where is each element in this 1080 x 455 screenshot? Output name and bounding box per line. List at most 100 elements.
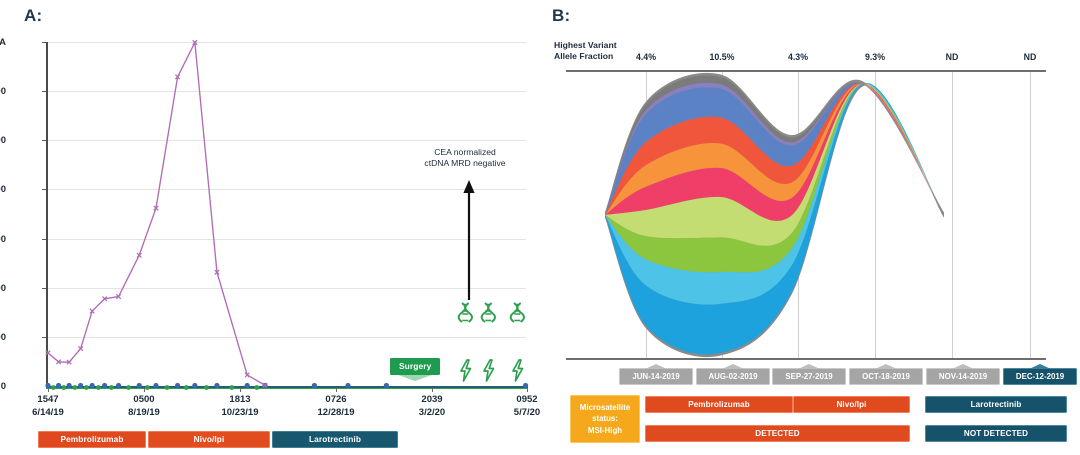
a-y-axis (46, 42, 48, 387)
b-gridline-4 (952, 72, 953, 358)
fishplot-band-clone-light-green (605, 83, 944, 246)
up-arrow-icon (463, 180, 475, 300)
a-treatment-larotrectinib: Larotrectinib (272, 431, 398, 448)
ctdna-blue-marker (175, 382, 181, 389)
fishplot-band-clone-blue (605, 82, 944, 355)
ctdna-green-marker (72, 385, 78, 390)
b-gridline-5 (1030, 72, 1031, 358)
b-date-chip-4: NOV-14-2019 (926, 364, 1000, 385)
ctdna-blue-marker (89, 382, 95, 389)
ctdna-green-marker (108, 385, 114, 390)
a-x-axis-green-overlay (46, 388, 528, 390)
lightning-bolt-icon (460, 359, 472, 382)
ctdna-green-marker (164, 385, 170, 390)
b-vaf-0: 4.4% (635, 52, 657, 62)
b-date-label-5: DEC-12-2019 (1015, 372, 1065, 381)
panel-a-label: A: (24, 6, 43, 25)
chip-notch-icon (645, 364, 667, 369)
b-msi-status-box: Microsatellite status: MSI-High (570, 395, 640, 443)
b-vaf-5: ND (1023, 52, 1037, 62)
b-date-label-3: OCT-18-2019 (862, 372, 910, 381)
ctdna-blue-marker (102, 382, 108, 389)
ctdna-green-marker (50, 385, 56, 390)
cea-point-marker (136, 252, 142, 258)
b-date-label-1: AUG-02-2019 (708, 372, 758, 381)
cea-point-marker (89, 308, 95, 314)
a-ytick-0: 0 (0, 381, 6, 392)
fishplot-band-clone-red-orange (605, 83, 944, 215)
b-detection-not-detected: NOT DETECTED (925, 425, 1067, 442)
fishplot-band-clone-orange (605, 83, 944, 216)
ctdna-blue-marker (383, 382, 389, 389)
b-date-label-4: NOV-14-2019 (938, 372, 988, 381)
cea-point-marker (115, 293, 122, 300)
panel-b-label: B: (552, 6, 571, 25)
b-treatment-pembrolizumab: Pembrolizumab (645, 396, 793, 413)
ctdna-green-marker (254, 385, 260, 390)
cea-point-marker (244, 372, 250, 378)
cea-point-marker (101, 296, 108, 302)
cea-line-chart (45, 39, 529, 390)
cea-point-marker (192, 39, 198, 46)
a-x-axis (46, 386, 528, 389)
ctdna-green-marker (96, 385, 101, 390)
surgery-banner: Surgery (390, 358, 441, 381)
lightning-bolt-icon (512, 359, 524, 382)
surgery-banner-tail (398, 374, 433, 381)
chip-notch-icon (798, 364, 820, 369)
cea-point-marker (153, 205, 159, 211)
ctdna-blue-marker (244, 382, 250, 389)
ctdna-blue-marker (66, 382, 72, 389)
cea-point-marker (55, 359, 62, 365)
a-ytick-600: 600 (0, 234, 6, 245)
ctdna-blue-marker (55, 382, 62, 389)
b-top-axis-line (566, 70, 1046, 73)
cea-point-marker (45, 350, 51, 356)
b-treatment-larotrectinib: Larotrectinib (925, 396, 1067, 413)
ctdna-blue-marker (136, 382, 142, 389)
b-date-chip-1: AUG-02-2019 (696, 364, 770, 385)
chip-notch-icon (952, 364, 974, 369)
chip-notch-icon (1029, 364, 1051, 369)
a-treatment-pembrolizumab: Pembrolizumab (38, 431, 146, 448)
cea-point-marker (77, 346, 84, 352)
lightning-bolt-icon (483, 359, 495, 382)
ctdna-blue-marker (214, 382, 220, 389)
a-ytick-1000: 1000 (0, 135, 6, 146)
a-ytick-200: 200 (0, 332, 6, 343)
ctdna-blue-marker (153, 382, 159, 389)
b-msi-line-2: status: (592, 414, 618, 424)
ctdna-green-marker (61, 385, 67, 390)
b-header-line-1: Highest Variant (554, 40, 617, 50)
a-ytick-400: 400 (0, 283, 6, 294)
b-date-chip-0: JUN-14-2019 (619, 364, 693, 385)
a-ytick-800: 800 (0, 184, 6, 195)
b-date-chip-5: DEC-12-2019 (1003, 364, 1077, 385)
chip-notch-icon (875, 364, 897, 369)
dna-helix-icon (480, 302, 496, 323)
a-ytick-1400: CEA (0, 37, 6, 48)
b-msi-line-3: MSI-High (587, 425, 623, 435)
ctdna-blue-marker (115, 382, 122, 389)
ctdna-green-marker (144, 385, 150, 390)
a-ytick-1200: 1200 (0, 86, 6, 97)
b-vaf-4: ND (945, 52, 959, 62)
ctdna-green-marker (84, 385, 89, 390)
cea-point-marker (174, 74, 181, 80)
ctdna-blue-marker (523, 382, 529, 389)
ctdna-green-marker (204, 385, 209, 390)
b-date-chip-3: OCT-18-2019 (849, 364, 923, 385)
fishplot-band-clone-pink (605, 83, 944, 221)
b-vaf-3: 9.3% (864, 52, 886, 62)
b-date-label-2: SEP-27-2019 (785, 372, 833, 381)
annotation-line-2: ctDNA MRD negative (424, 158, 506, 168)
ctdna-blue-marker (311, 382, 317, 389)
cea-point-marker (262, 382, 268, 388)
a-treatment-nivo-ipi: Nivo/Ipi (148, 431, 270, 448)
ctdna-green-marker (229, 385, 235, 390)
ctdna-blue-marker (45, 382, 51, 389)
